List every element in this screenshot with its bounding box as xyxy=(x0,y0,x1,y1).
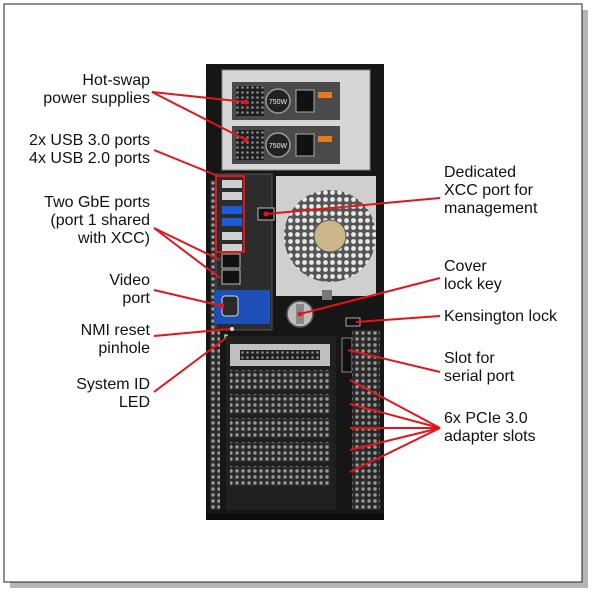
label-cover: Cover lock key xyxy=(444,258,584,294)
label-gbe-line-3: with XCC) xyxy=(77,230,150,247)
pcie-slot-5 xyxy=(230,442,330,462)
psu-1-handle xyxy=(318,92,332,98)
psu-2-vent xyxy=(236,130,264,160)
pcie-slot-6 xyxy=(230,466,330,486)
fan-hub-label xyxy=(313,219,347,253)
usb-port-2 xyxy=(222,192,242,200)
label-xcc-line-1: Dedicated xyxy=(444,164,517,181)
usb-bracket xyxy=(215,175,245,253)
psu-2-power-inlet xyxy=(295,133,315,157)
arrowhead xyxy=(243,137,249,143)
label-video: Video port xyxy=(50,272,150,308)
usb-port-1 xyxy=(222,180,242,188)
leader-gbe-1 xyxy=(153,227,221,261)
label-cover-line-1: Cover xyxy=(444,258,487,275)
leader-psu-1 xyxy=(151,91,247,103)
pcie-slots xyxy=(230,344,330,486)
label-pcie-line-2: adapter slots xyxy=(444,428,536,445)
label-xcc: Dedicated XCC port for management xyxy=(444,164,584,218)
usb-port-4 xyxy=(222,244,242,252)
label-sysid-line-1: System ID xyxy=(76,376,150,393)
nmi-pinhole xyxy=(230,327,234,331)
arrowhead xyxy=(243,99,249,105)
label-usb: 2x USB 3.0 ports 4x USB 2.0 ports xyxy=(10,132,150,168)
leader-serial xyxy=(347,349,441,373)
pcie-slot-2 xyxy=(230,370,330,390)
leader-cover xyxy=(299,277,441,315)
label-hot-swap-line-2: power supplies xyxy=(43,90,150,107)
serial-port-slot xyxy=(341,337,353,373)
usb3-port-2 xyxy=(222,218,242,226)
label-usb-line-1: 2x USB 3.0 ports xyxy=(29,132,150,149)
pcie-slot-3 xyxy=(230,394,330,414)
arrowhead xyxy=(219,303,225,309)
label-gbe: Two GbE ports (port 1 shared with XCC) xyxy=(20,194,150,248)
leader-psu-2 xyxy=(151,91,247,141)
label-video-line-2: port xyxy=(122,290,150,307)
usb3-port-1 xyxy=(222,206,242,214)
server-chassis: 750W 750W xyxy=(206,64,384,520)
label-kensington-line-1: Kensington lock xyxy=(444,308,557,325)
gbe-port-2 xyxy=(221,269,241,285)
pcie-slot-1-vent xyxy=(240,350,320,360)
leader-xcc xyxy=(265,197,441,215)
leader-lines xyxy=(151,91,441,473)
label-cover-line-2: lock key xyxy=(444,276,502,293)
gbe-port-1 xyxy=(221,253,241,269)
psu-2-rating: 750W xyxy=(269,143,288,150)
label-sysid-line-2: LED xyxy=(118,394,150,411)
label-video-line-1: Video xyxy=(109,272,150,289)
label-usb-line-2: 4x USB 2.0 ports xyxy=(29,150,150,167)
arrowhead xyxy=(297,311,303,317)
leader-video xyxy=(153,289,223,307)
label-gbe-line-2: (port 1 shared xyxy=(50,212,150,229)
pcie-slot-4 xyxy=(230,418,330,438)
label-nmi-line-1: NMI reset xyxy=(80,322,150,339)
arrowhead xyxy=(263,211,269,217)
psu-1-rating: 750W xyxy=(269,99,288,106)
leader-pcie-1 xyxy=(349,379,441,429)
leader-kensington xyxy=(355,315,441,323)
leader-arrowheads xyxy=(219,99,303,317)
leader-pcie-5 xyxy=(349,427,441,473)
psu-1-fan xyxy=(265,88,291,114)
chassis-foot xyxy=(206,514,384,520)
label-gbe-line-1: Two GbE ports xyxy=(44,194,150,211)
psu-1-power-inlet xyxy=(295,89,315,113)
label-kensington: Kensington lock xyxy=(444,308,584,326)
leader-usb xyxy=(153,149,219,177)
leader-gbe-2 xyxy=(153,227,221,279)
label-serial-line-1: Slot for xyxy=(444,350,495,367)
leader-sysid xyxy=(153,337,227,393)
label-serial-line-2: serial port xyxy=(444,368,515,385)
label-nmi-line-2: pinhole xyxy=(98,340,150,357)
label-sysid: System ID LED xyxy=(50,376,150,412)
psu-2-handle xyxy=(318,136,332,142)
label-hot-swap: Hot-swap power supplies xyxy=(38,72,150,108)
left-vent-strip xyxy=(210,180,220,510)
leader-pcie-2 xyxy=(349,403,441,429)
psu-2-fan xyxy=(265,132,291,158)
label-serial: Slot for serial port xyxy=(444,350,584,386)
label-hot-swap-line-1: Hot-swap xyxy=(82,72,150,89)
label-pcie: 6x PCIe 3.0 adapter slots xyxy=(444,410,584,446)
usb-port-3 xyxy=(222,232,242,240)
label-xcc-line-2: XCC port for xyxy=(444,182,533,199)
leader-nmi xyxy=(153,328,231,337)
label-nmi: NMI reset pinhole xyxy=(50,322,150,358)
leader-pcie-4 xyxy=(349,427,441,451)
right-vent-strip xyxy=(352,330,380,510)
label-xcc-line-3: management xyxy=(444,200,538,217)
label-pcie-line-1: 6x PCIe 3.0 xyxy=(444,410,528,427)
cover-lock-latch xyxy=(322,290,332,300)
